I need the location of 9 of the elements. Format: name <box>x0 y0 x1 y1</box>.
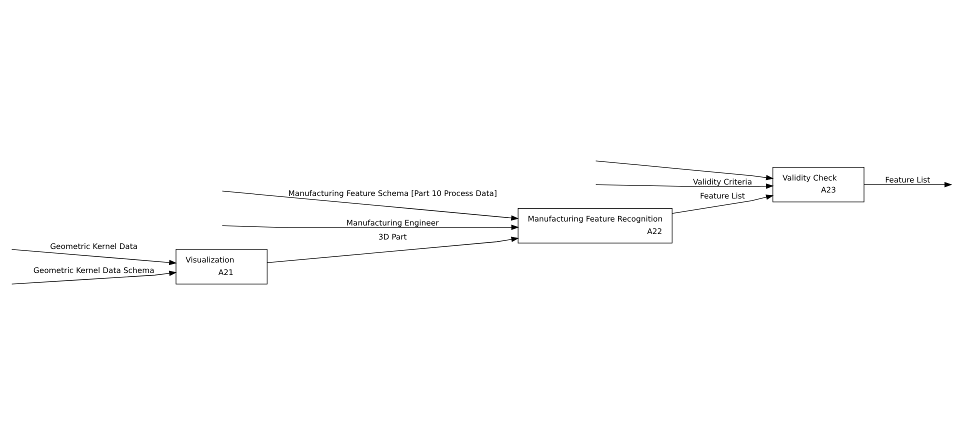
arrow <box>222 224 520 230</box>
arrow <box>595 160 774 180</box>
arrow <box>222 190 519 221</box>
arrow <box>864 182 952 188</box>
arrow <box>12 270 177 284</box>
arrow <box>266 236 520 263</box>
arrow <box>11 249 177 266</box>
arrow <box>672 194 774 214</box>
arrow <box>595 183 774 189</box>
